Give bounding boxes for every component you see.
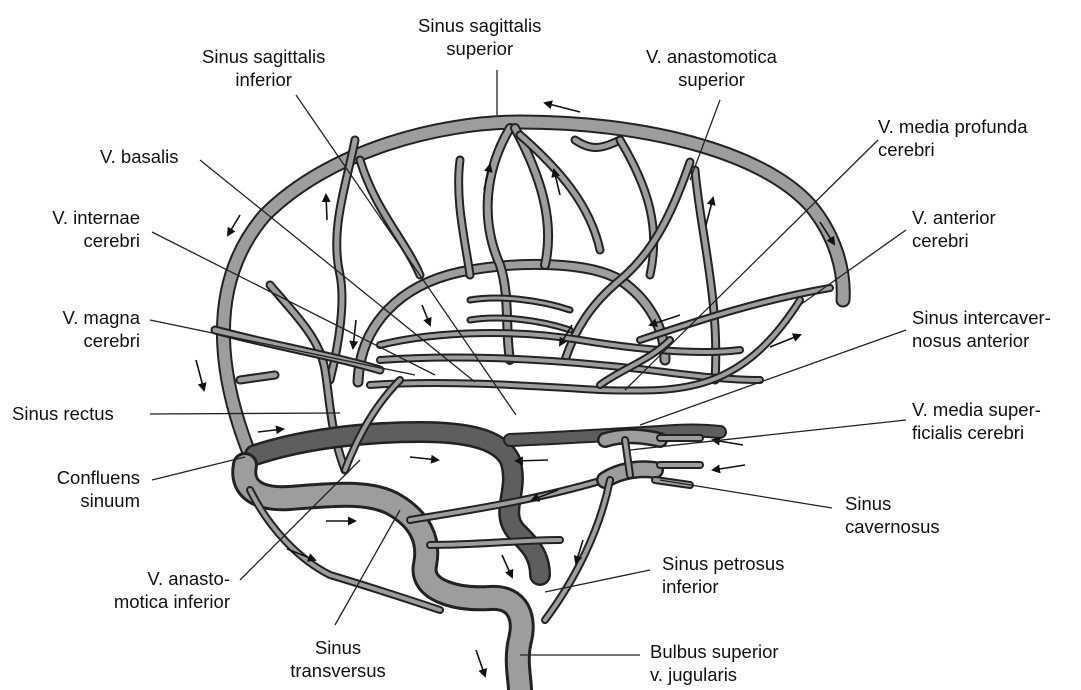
label-sinus-petrosus-inferior: Sinus petrosusinferior [662, 552, 784, 598]
label-sinus-sagittalis-inferior: Sinus sagittalisinferior [202, 45, 325, 91]
label-confluens-sinuum: Confluenssinuum [20, 466, 140, 512]
label-sinus-cavernosus: Sinuscavernosus [845, 492, 940, 538]
label-sinus-rectus: Sinus rectus [12, 402, 114, 425]
label-v-media-profunda-cerebri: V. media profundacerebri [878, 115, 1027, 161]
label-v-anastomotica-inferior: V. anasto-motica inferior [60, 567, 230, 613]
label-v-anterior-cerebri: V. anteriorcerebri [912, 206, 996, 252]
label-sinus-intercavernosus-anterior: Sinus intercaver-nosus anterior [912, 306, 1051, 352]
label-sinus-sagittalis-superior: Sinus sagittalissuperior [418, 14, 541, 60]
label-v-anastomotica-superior: V. anastomoticasuperior [646, 45, 777, 91]
label-v-internae-cerebri: V. internaecerebri [30, 206, 140, 252]
label-v-media-superficialis-cerebri: V. media super-ficialis cerebri [912, 398, 1041, 444]
label-v-basalis: V. basalis [100, 145, 179, 168]
label-v-magna-cerebri: V. magnacerebri [30, 306, 140, 352]
label-bulbus-superior-v-jugularis: Bulbus superiorv. jugularis [650, 640, 779, 686]
label-sinus-transversus: Sinustransversus [288, 636, 388, 682]
